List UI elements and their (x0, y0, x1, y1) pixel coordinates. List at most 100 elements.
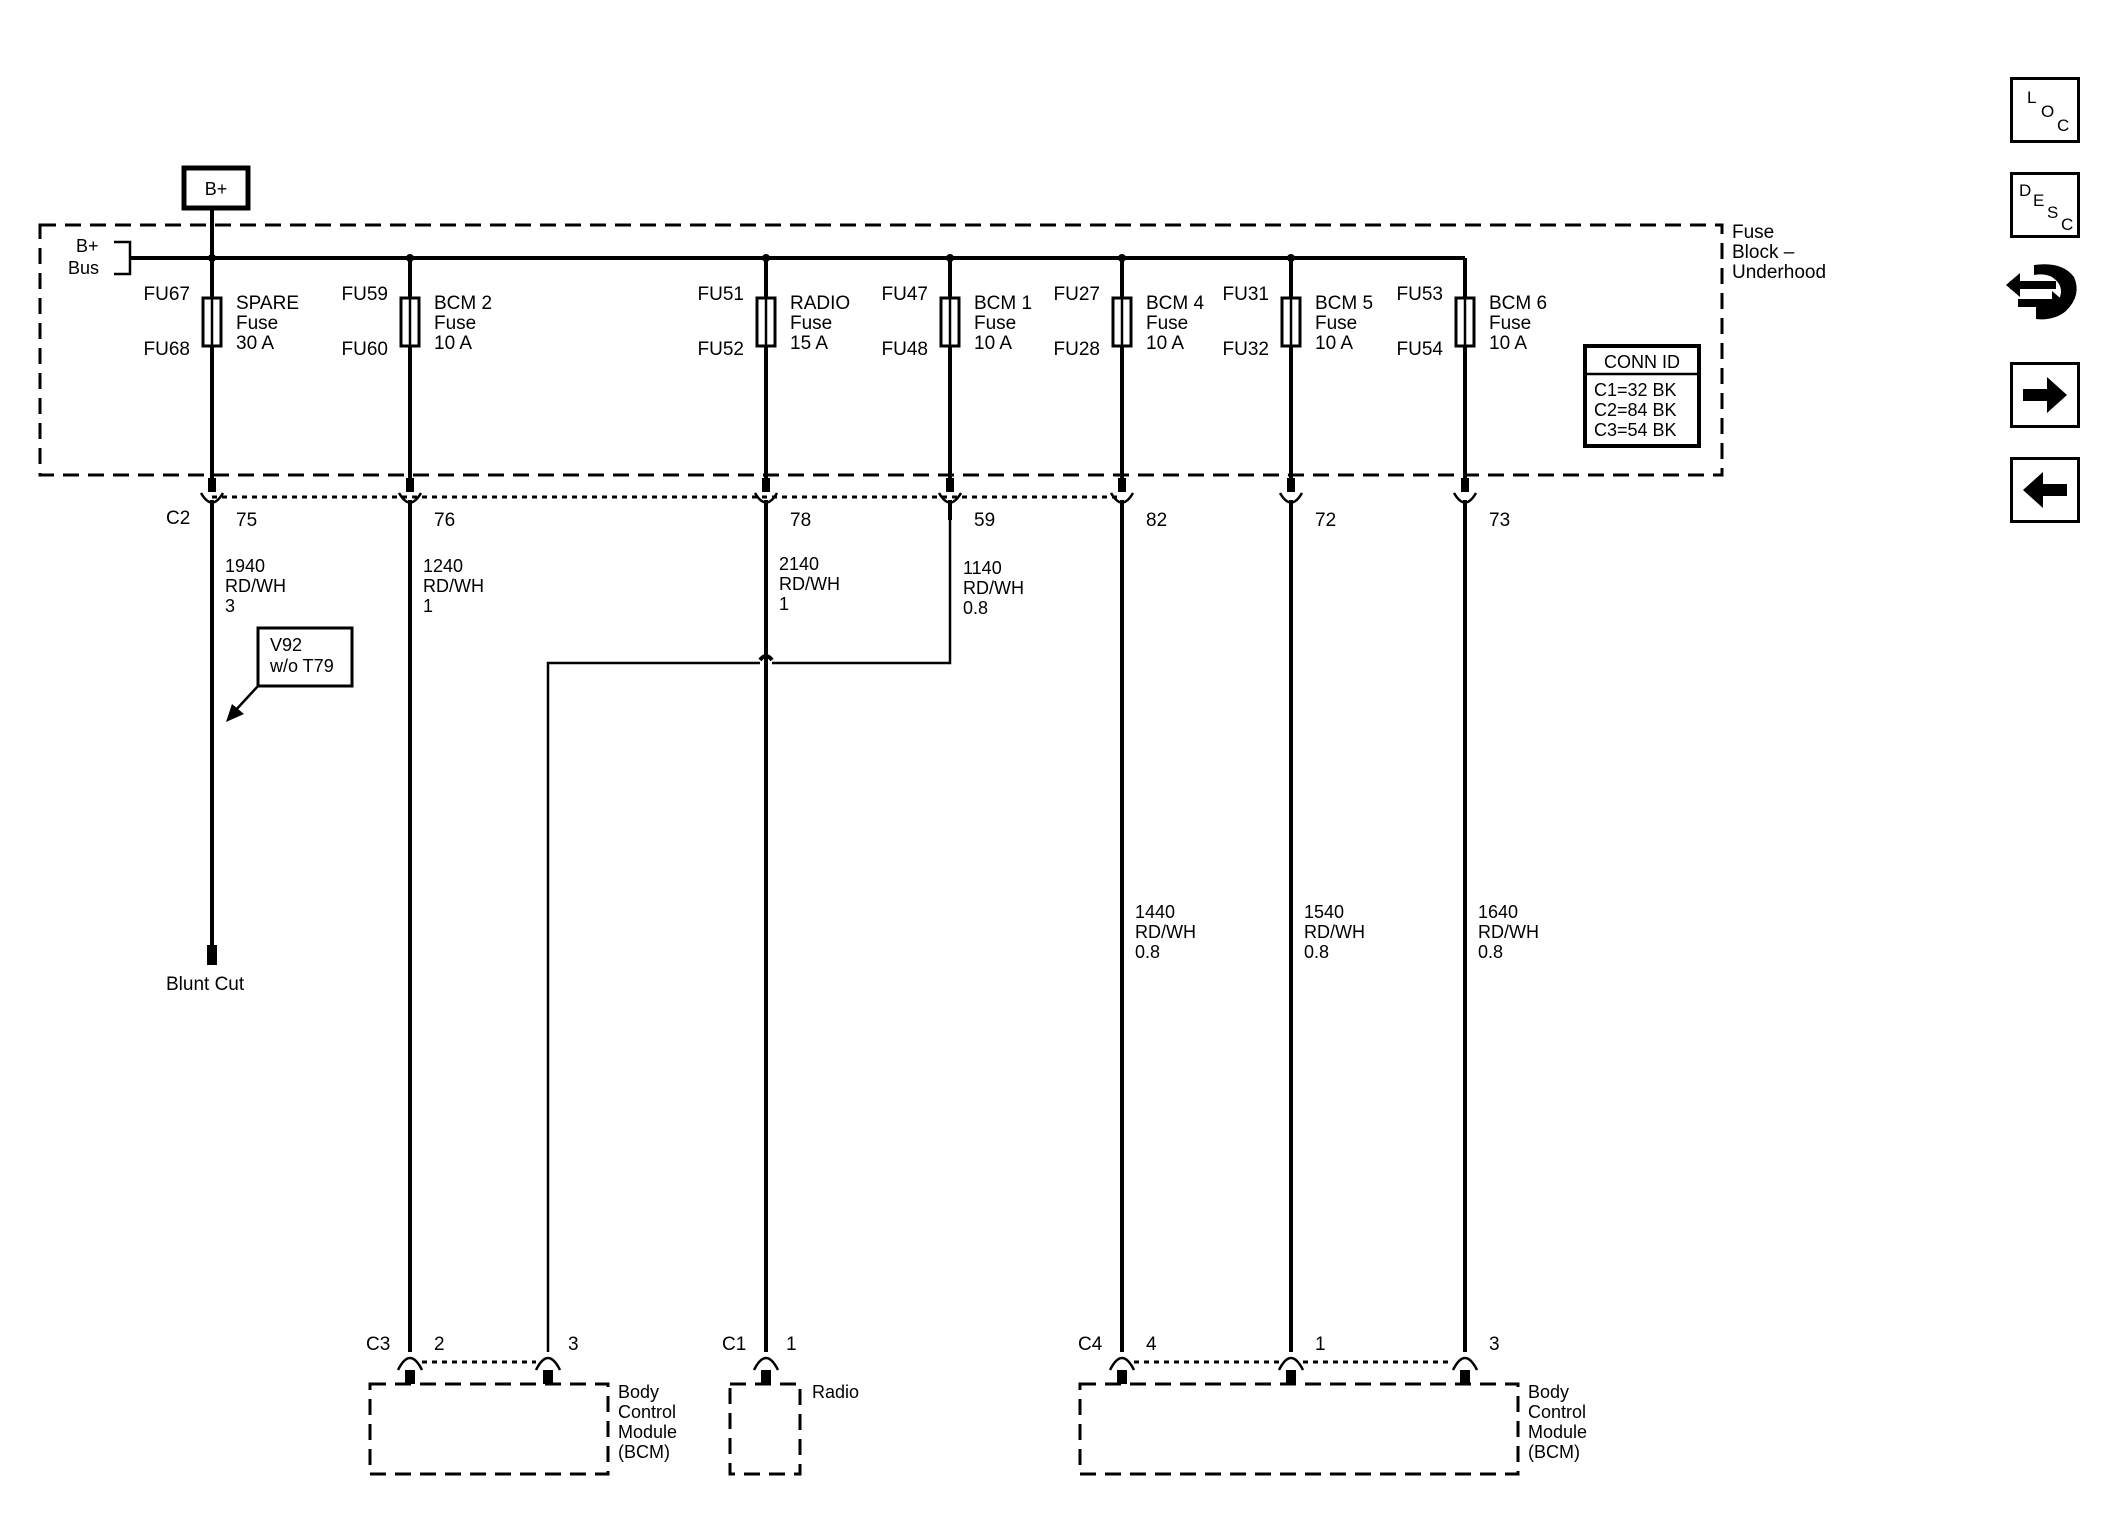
bplus-box-label: B+ (205, 179, 228, 199)
connector-plug-icon (2006, 264, 2077, 320)
wire-color: RD/WH (225, 576, 286, 596)
fuse-bcm-1: FU47 FU48 BCM 1 Fuse 10 A (882, 254, 1032, 480)
arrow-right-icon (2023, 377, 2067, 413)
previous-page-button[interactable] (2010, 457, 2080, 523)
loc-letter: L (2027, 88, 2037, 107)
c2-pin: 75 (236, 510, 257, 531)
next-page-button[interactable] (2010, 362, 2080, 428)
wire-color: RD/WH (779, 574, 840, 594)
loc-letter: O (2041, 102, 2055, 121)
wire-size: 0.8 (1304, 942, 1329, 962)
fuse-type: Fuse (790, 313, 832, 334)
fuse-bottom-id: FU48 (882, 339, 928, 360)
fuse-rating: 10 A (434, 333, 472, 354)
fuse-rating: 30 A (236, 333, 274, 354)
fuse-name: BCM 4 (1146, 293, 1205, 314)
fuse-radio: FU51 FU52 RADIO Fuse 15 A (698, 254, 850, 480)
c2-terminals (199, 478, 1478, 520)
fuse-top-id: FU47 (882, 284, 928, 305)
fuse-top-id: FU59 (342, 284, 388, 305)
wire-runs (207, 520, 1467, 1352)
blunt-cut-end (207, 945, 217, 965)
c2-pin: 78 (790, 510, 811, 531)
c3-connector-label: C3 (366, 1334, 390, 1355)
bcm-left-outline (368, 1382, 610, 1476)
bcm-left-label: Control (618, 1402, 676, 1422)
fuse-type: Fuse (1315, 313, 1357, 334)
fuse-block-label-3: Underhood (1732, 262, 1826, 283)
desc-letter: D (2019, 181, 2032, 200)
description-button[interactable]: D E S C (2010, 172, 2080, 238)
fuse-bottom-id: FU32 (1223, 339, 1269, 360)
wire-color: RD/WH (423, 576, 484, 596)
conn-id-row: C2=84 BK (1594, 400, 1677, 420)
c1-pin: 1 (786, 1334, 797, 1355)
fuse-top-id: FU67 (144, 284, 190, 305)
bcm-left-label: Module (618, 1422, 677, 1442)
bplus-bus-label-1: B+ (76, 236, 99, 256)
c2-pin: 72 (1315, 510, 1336, 531)
bplus-bus-label-2: Bus (68, 258, 99, 278)
fuse-top-id: FU31 (1223, 284, 1269, 305)
conn-id-box: CONN ID C1=32 BK C2=84 BK C3=54 BK (1583, 344, 1701, 448)
blunt-cut-label: Blunt Cut (166, 974, 245, 995)
fuse-bottom-id: FU54 (1397, 339, 1444, 360)
fuse-name: BCM 2 (434, 293, 492, 314)
c1-connector: C1 1 Radio (722, 1334, 859, 1476)
option-line-1: V92 (270, 635, 302, 655)
c1-connector-label: C1 (722, 1334, 746, 1355)
fuse-name: BCM 6 (1489, 293, 1547, 314)
conn-id-title: CONN ID (1604, 352, 1680, 372)
fuse-name: RADIO (790, 293, 850, 314)
wire-size: 1 (423, 596, 433, 616)
c4-connector-label: C4 (1078, 1334, 1103, 1355)
wire-labels: 1940 RD/WH 3 1240 RD/WH 1 2140 RD/WH 1 1… (225, 554, 1539, 962)
wire-size: 0.8 (1135, 942, 1160, 962)
wire-color: RD/WH (1304, 922, 1365, 942)
wire-circuit: 1940 (225, 556, 265, 576)
fuse-bcm-2: FU59 FU60 BCM 2 Fuse 10 A (342, 254, 492, 480)
wire-color: RD/WH (1478, 922, 1539, 942)
c2-pin: 73 (1489, 510, 1510, 531)
bcm-left-label: (BCM) (618, 1442, 670, 1462)
fuse-name: BCM 1 (974, 293, 1032, 314)
fuse-type: Fuse (236, 313, 278, 334)
bcm-left-label: Body (618, 1382, 659, 1402)
wire-circuit: 1640 (1478, 902, 1518, 922)
desc-letter: S (2047, 203, 2059, 222)
location-button[interactable]: L O C (2010, 77, 2080, 143)
arrow-left-icon (2023, 472, 2067, 508)
wire-color: RD/WH (963, 578, 1024, 598)
bcm-right-label: (BCM) (1528, 1442, 1580, 1462)
wire-circuit: 1140 (963, 558, 1002, 578)
fuse-block-outline (38, 223, 1724, 477)
fuse-type: Fuse (1489, 313, 1531, 334)
c2-pin: 59 (974, 510, 995, 531)
bcm-right-label: Body (1528, 1382, 1569, 1402)
arrow-icon (226, 704, 244, 722)
wire-circuit: 1240 (423, 556, 463, 576)
fuse-name: SPARE (236, 293, 299, 314)
fuse-name: BCM 5 (1315, 293, 1373, 314)
radio-label: Radio (812, 1382, 859, 1402)
c4-pin: 3 (1489, 1334, 1500, 1355)
loc-letter: C (2057, 116, 2070, 135)
bcm-right-label: Module (1528, 1422, 1587, 1442)
fuse-top-id: FU51 (698, 284, 744, 305)
radio-outline (728, 1382, 802, 1476)
fuse-spare: FU67 FU68 SPARE Fuse 30 A (144, 254, 299, 480)
fuse-bcm-6: FU53 FU54 BCM 6 Fuse 10 A (1397, 258, 1547, 480)
fuse-rating: 10 A (1315, 333, 1353, 354)
c2-pin: 76 (434, 510, 455, 531)
conn-id-row: C3=54 BK (1594, 420, 1677, 440)
fuse-rating: 15 A (790, 333, 828, 354)
c4-connector: C4 4 1 3 Body Control Module (BCM) (1078, 1334, 1587, 1476)
fuse-top-id: FU53 (1397, 284, 1443, 305)
connector-view-button[interactable] (2004, 255, 2084, 335)
fuse-group: FU67 FU68 SPARE Fuse 30 A FU59 FU60 BCM … (144, 254, 1547, 480)
bcm-right-outline (1078, 1382, 1520, 1476)
fuse-type: Fuse (434, 313, 476, 334)
fuse-rating: 10 A (1489, 333, 1527, 354)
c3-pin: 3 (568, 1334, 579, 1355)
c3-connector: C3 2 3 Body Control Module (BCM) (366, 1334, 677, 1476)
